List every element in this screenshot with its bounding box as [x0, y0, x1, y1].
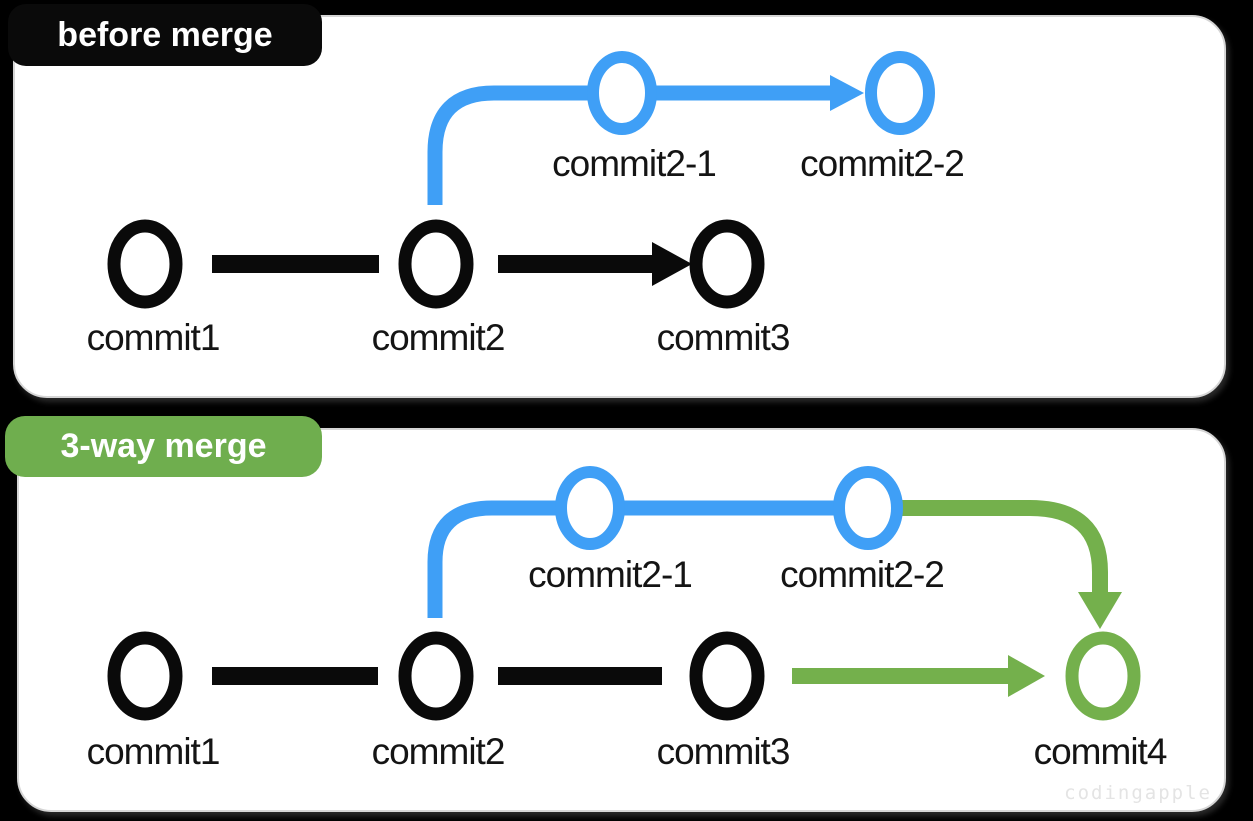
commit2-label: commit2	[371, 731, 506, 772]
three-way-merge-badge: 3-way merge	[5, 416, 322, 477]
commit2-2-label: commit2-2	[800, 143, 965, 184]
watermark: codingapple	[1064, 782, 1212, 804]
commit3-label: commit3	[656, 731, 791, 772]
before-merge-badge-label: before merge	[57, 15, 273, 54]
commit2-2-label: commit2-2	[780, 554, 945, 595]
commit2-1-label: commit2-1	[552, 143, 717, 184]
commit2-label: commit2	[371, 317, 506, 358]
commit4-label: commit4	[1033, 731, 1168, 772]
before-merge-badge: before merge	[8, 4, 322, 66]
three-way-merge-badge-label: 3-way merge	[60, 427, 267, 465]
commit2-1-label: commit2-1	[528, 554, 693, 595]
commit1-label: commit1	[86, 731, 221, 772]
commit3-label: commit3	[656, 317, 791, 358]
commit1-label: commit1	[86, 317, 221, 358]
